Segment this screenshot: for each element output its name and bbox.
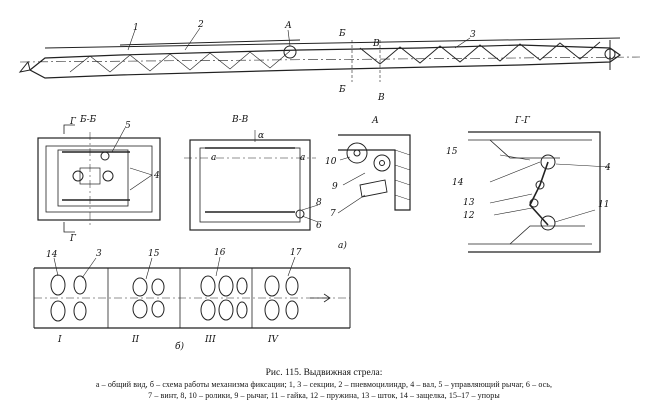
section-B-B	[37, 124, 161, 233]
label-a-left: а	[211, 153, 216, 163]
label-15-scheme: 15	[148, 249, 160, 259]
label-16: 16	[214, 248, 226, 258]
label-9: 9	[332, 182, 338, 192]
label-11: 11	[598, 200, 609, 210]
section-mark-V-upper: В	[372, 39, 380, 49]
label-sub-b: б)	[175, 341, 184, 352]
label-A-top: А	[284, 21, 292, 31]
detail-A	[337, 134, 411, 214]
label-7: 7	[330, 209, 336, 219]
stage-I: I	[57, 335, 62, 345]
label-sub-a: а)	[338, 240, 347, 251]
boom-general-view	[18, 27, 641, 82]
figure-caption-line-1: а – общий вид, б – схема работы механизм…	[95, 380, 553, 389]
fixation-scheme	[33, 256, 351, 329]
label-15-GG: 15	[446, 147, 458, 157]
stage-III: III	[204, 335, 216, 345]
label-12: 12	[463, 211, 475, 221]
label-10: 10	[325, 157, 337, 167]
label-5: 5	[125, 121, 131, 131]
section-mark-B-upper: Б	[338, 29, 346, 39]
label-1-top: 1	[133, 23, 139, 33]
stage-IV: IV	[267, 335, 280, 345]
figure-caption-line-2: 7 – винт, 8, 10 – ролики, 9 – рычаг, 11 …	[148, 391, 500, 400]
title-A-detail: А	[371, 116, 379, 126]
section-mark-G-lower: Г	[69, 234, 77, 244]
label-14-GG: 14	[452, 178, 464, 188]
section-mark-B-lower: Б	[338, 85, 346, 95]
title-V-V: В-В	[231, 115, 249, 125]
label-17: 17	[290, 248, 302, 258]
label-2-top: 2	[197, 20, 204, 30]
stage-II: II	[131, 335, 140, 345]
figure-caption-title: Рис. 115. Выдвижная стрела:	[265, 368, 383, 378]
label-3-scheme: 3	[96, 249, 102, 259]
section-G-G	[468, 131, 611, 253]
label-alpha: α	[258, 131, 264, 141]
label-14-scheme: 14	[46, 250, 58, 260]
label-3-top: 3	[470, 30, 476, 40]
label-6: 6	[316, 221, 322, 231]
label-a-right: а	[300, 153, 305, 163]
label-4-GG: 4	[604, 163, 611, 173]
label-13: 13	[463, 198, 475, 208]
section-mark-V-lower: В	[377, 93, 385, 103]
title-B-B: Б-Б	[79, 115, 97, 125]
section-V-V	[184, 130, 319, 231]
section-mark-G-upper: Г	[69, 117, 77, 127]
title-G-G: Г-Г	[514, 116, 531, 126]
label-8: 8	[316, 198, 322, 208]
label-4-BB: 4	[153, 171, 160, 181]
